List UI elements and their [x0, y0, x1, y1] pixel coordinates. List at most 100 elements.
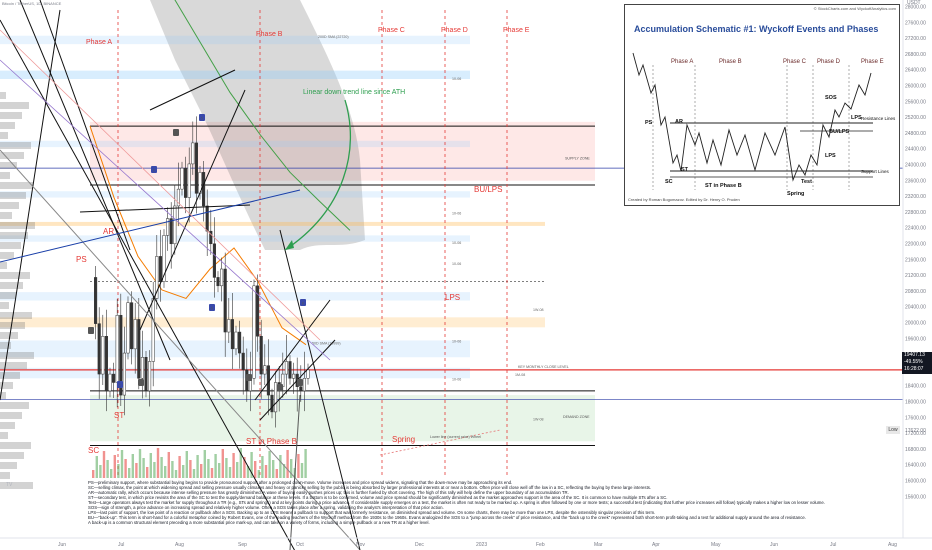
- price-axis-tick: 18400.00: [905, 384, 926, 390]
- candle-body: [223, 268, 227, 333]
- purple-line-a: [0, 59, 331, 361]
- volume-bar: [254, 461, 257, 478]
- volume-profile-bar: [0, 282, 23, 289]
- volume-profile-bar: [0, 262, 7, 269]
- trend-line-9: [0, 149, 361, 550]
- candle-body: [259, 336, 263, 375]
- volume-bar: [297, 454, 300, 478]
- candle-body: [274, 382, 278, 413]
- volume-profile-bar: [0, 392, 6, 399]
- event-marker-num: 7: [279, 387, 281, 391]
- volume-bar: [153, 462, 156, 478]
- candle-body: [299, 386, 303, 392]
- volume-bar: [149, 453, 152, 478]
- inset-price-path: [632, 52, 872, 182]
- candle-body: [191, 142, 195, 165]
- trend-line-10: [0, 189, 301, 263]
- event-marker-num: 2: [153, 169, 155, 173]
- volume-bar: [236, 462, 239, 478]
- trend-line-0: [0, 19, 296, 550]
- volume-profile-bar: [0, 152, 24, 159]
- price-axis-tick: 19600.00: [905, 336, 926, 342]
- candle-body: [122, 352, 126, 396]
- candle-body: [126, 302, 130, 354]
- hband-3: [0, 292, 470, 301]
- price-axis-tick: 20000.00: [905, 321, 926, 327]
- timeframe-tag-5: 1W-08: [533, 308, 544, 312]
- volume-profile-bar: [0, 252, 14, 259]
- event-marker: [138, 379, 144, 386]
- price-axis-tick: 16400.00: [905, 463, 926, 469]
- candle-body: [227, 319, 231, 333]
- candle-body: [140, 357, 144, 379]
- candle-body: [205, 205, 209, 232]
- event-marker: [117, 381, 123, 388]
- volume-bar: [286, 450, 289, 478]
- candle-body: [144, 357, 148, 392]
- volume-bar: [106, 460, 109, 478]
- price-axis-tick: 16800.00: [905, 447, 926, 453]
- price-axis-tick: 21200.00: [905, 273, 926, 279]
- volume-profile-bar: [0, 182, 33, 189]
- event-marker: [199, 114, 205, 121]
- low-badge: Low: [886, 426, 900, 434]
- candle-body: [130, 302, 134, 350]
- phase-label-2: Phase C: [378, 27, 405, 34]
- event-marker: [277, 384, 283, 391]
- volume-bar: [225, 458, 228, 478]
- volume-bar: [228, 467, 232, 478]
- timeframe-tag-2: 10-06: [452, 262, 461, 266]
- volume-profile-bar: [0, 212, 12, 219]
- event-marker: [173, 129, 179, 136]
- volume-bar: [243, 457, 246, 478]
- current-time: 16:28:07: [904, 366, 924, 372]
- candle-body: [115, 314, 119, 383]
- price-axis-tick: 24400.00: [905, 147, 926, 153]
- timeframe-tag-7: 1M-08: [515, 373, 525, 377]
- candle-body: [133, 319, 137, 350]
- hband-0: [0, 140, 470, 148]
- time-axis-tick: May: [711, 542, 721, 548]
- volume-profile-bar: [0, 442, 31, 449]
- pink-line: [0, 29, 321, 341]
- time-axis-tick: Nov: [356, 542, 365, 548]
- tradingview-logo: TV: [6, 482, 13, 488]
- event-marker-num: 6: [211, 307, 213, 311]
- volume-profile-bar: [0, 402, 29, 409]
- inset-event-spring: Spring: [787, 191, 804, 197]
- time-axis-tick: Apr: [652, 542, 660, 548]
- trend-line-3: [0, 9, 61, 401]
- volume-profile-bar: [0, 222, 35, 229]
- trend-line-4: [79, 204, 251, 213]
- spring-line-label: Lower line (current price) Wheel: [430, 435, 481, 439]
- key-level-label: KEY MONTHLY CLOSE LEVEL: [518, 365, 569, 369]
- price-axis-tick: 16000.00: [905, 479, 926, 485]
- candle-body: [180, 167, 184, 190]
- time-axis-tick: Oct: [296, 542, 304, 548]
- inset-event-test: Test: [801, 179, 812, 185]
- orange-band-2: [0, 317, 545, 328]
- candle-body: [97, 323, 101, 375]
- event-marker-num: 6: [248, 377, 250, 381]
- time-axis-tick: Dec: [415, 542, 424, 548]
- event-marker-num: 1: [90, 330, 92, 334]
- legend-line: BU—“back-up”. This term is short-hand fo…: [88, 515, 807, 521]
- sma50-line: [89, 125, 307, 346]
- volume-profile-bar: [0, 452, 24, 459]
- timeframe-tag-0: 10-06: [452, 77, 461, 81]
- volume-profile-bar: [0, 422, 15, 429]
- candle-body: [187, 163, 191, 198]
- volume-bar: [124, 459, 127, 478]
- candle-body: [155, 256, 159, 299]
- candle-body: [302, 378, 306, 392]
- volume-bar: [304, 449, 307, 478]
- volume-profile-bar: [0, 192, 26, 199]
- candle-body: [112, 373, 116, 383]
- hband-top: [0, 70, 470, 80]
- volume-bar: [178, 456, 181, 478]
- event-marker: [209, 304, 215, 311]
- legend-line: PS—preliminary support, where substantia…: [88, 480, 513, 485]
- volume-bar: [117, 464, 120, 478]
